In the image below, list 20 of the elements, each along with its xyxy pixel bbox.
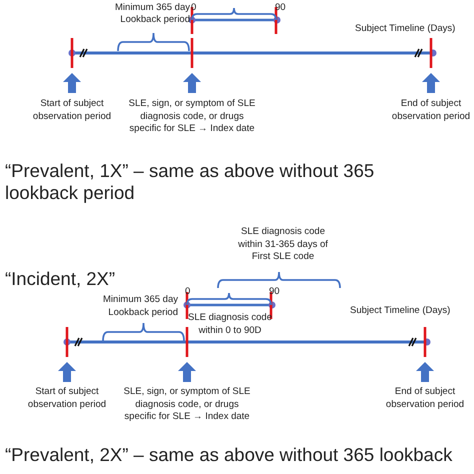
timeline-label: 0 — [191, 2, 198, 14]
heading-text: “Prevalent, 2X” – same as above without 365 lookback — [5, 444, 454, 466]
timeline-label: End of subject observation period — [384, 386, 466, 411]
timeline-label: 0 — [185, 286, 192, 298]
timeline-label: SLE diagnosis code within 0 to 90D — [188, 312, 272, 337]
timeline-label: SLE, sign, or symptom of SLE diagnosis code, or drugs specific for SLE → Index date — [122, 386, 252, 424]
timeline-label: Minimum 365 day — [114, 2, 190, 14]
timeline-label: Subject Timeline (Days) — [350, 305, 452, 318]
timeline-label: Minimum 365 day Lookback period — [102, 294, 178, 319]
timeline-label: SLE diagnosis code within 31-365 days of First SLE code — [237, 226, 329, 264]
timeline-label: End of subject observation period — [390, 98, 472, 123]
heading-text: “Prevalent, 1X” – same as above without 365 lookback period — [5, 160, 376, 204]
timeline-label: SLE, sign, or symptom of SLE diagnosis code, or drugs specific for SLE → Index date — [128, 98, 256, 136]
timeline-label: 90 — [269, 286, 281, 298]
timeline-label: Subject Timeline (Days) — [355, 23, 456, 36]
timeline-label: Start of subject observation period — [32, 98, 112, 123]
timeline-label: Lookback period — [119, 14, 190, 26]
heading-text: “Incident, 2X” — [5, 268, 116, 290]
timeline-label: 90 — [275, 2, 287, 14]
timeline-label: Start of subject observation period — [26, 386, 108, 411]
